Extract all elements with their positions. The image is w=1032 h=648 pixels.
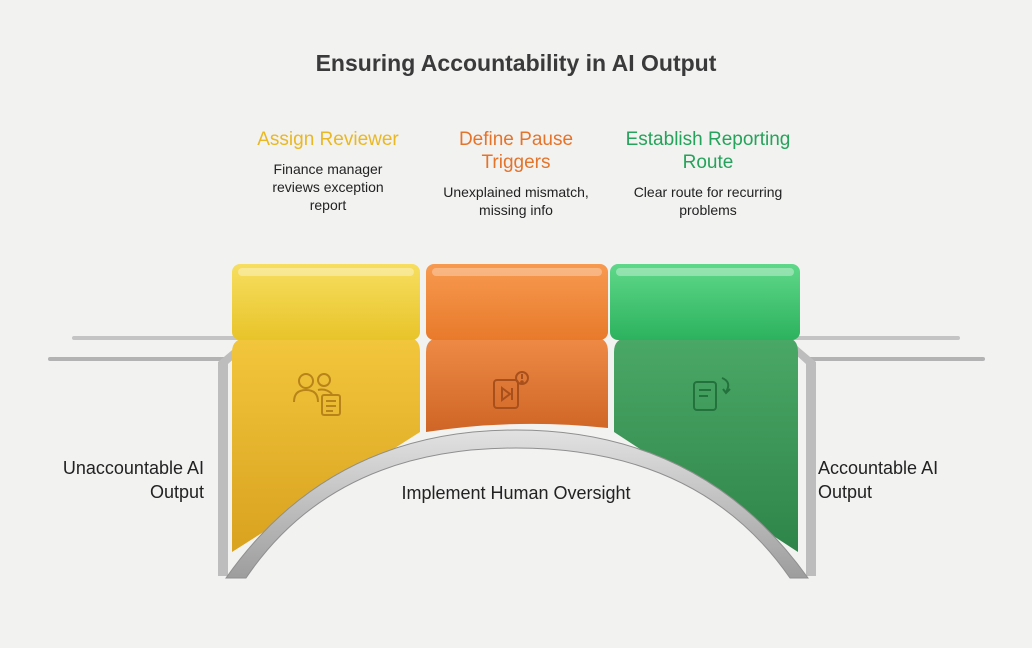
right-label: Accountable AI Output <box>818 458 939 502</box>
left-post <box>218 340 250 576</box>
step-define-pause-triggers: Define Pause Triggers Unexplained mismat… <box>426 128 606 219</box>
step-establish-reporting-route: Establish Reporting Route Clear route fo… <box>614 128 802 219</box>
right-post <box>784 340 816 576</box>
pause-trigger-icon <box>493 371 529 409</box>
yellow-base-block <box>232 338 420 552</box>
step-description: Clear route for recurring problems <box>633 184 783 218</box>
reporting-route-icon <box>693 377 731 411</box>
green-base-block <box>614 338 798 552</box>
orange-top-block <box>426 264 608 340</box>
step-title: Assign Reviewer <box>257 129 399 150</box>
step-assign-reviewer: Assign Reviewer Finance manager reviews … <box>236 128 420 214</box>
right-rails <box>785 336 985 361</box>
left-rails <box>48 336 252 361</box>
yellow-top-block <box>232 264 420 340</box>
metal-arch <box>225 429 809 579</box>
step-description: Finance manager reviews exception report <box>272 161 384 213</box>
center-label: Implement Human Oversight <box>401 483 631 503</box>
left-label: Unaccountable AI Output <box>62 458 204 502</box>
reviewer-icon <box>293 373 341 416</box>
green-top-block <box>610 264 800 340</box>
step-description: Unexplained mismatch, missing info <box>443 184 589 218</box>
diagram-title: Ensuring Accountability in AI Output <box>315 50 717 76</box>
step-title: Define Pause Triggers <box>458 129 574 173</box>
step-title: Establish Reporting Route <box>625 129 791 173</box>
